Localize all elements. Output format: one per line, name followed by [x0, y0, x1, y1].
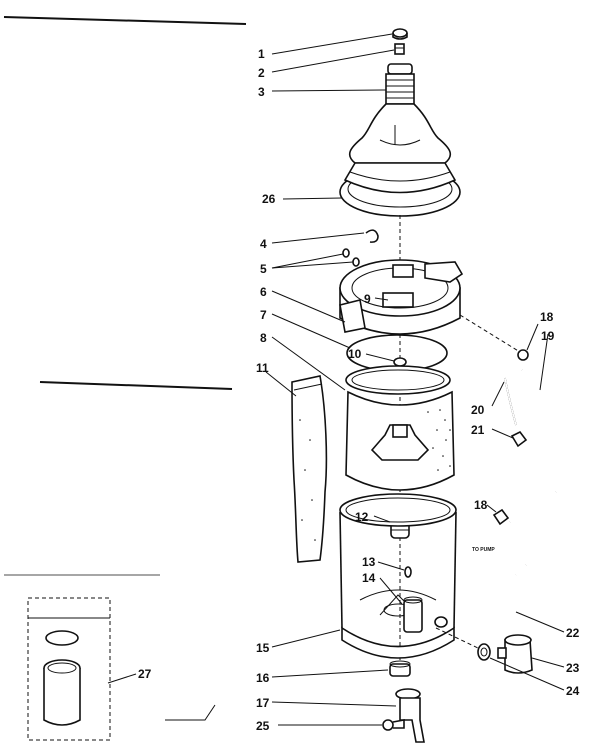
part-4-clip — [365, 229, 379, 243]
part-19-hose — [508, 349, 553, 523]
callout-10: 10 — [348, 347, 362, 361]
part-16-coupling — [389, 660, 411, 677]
callout-22: 22 — [566, 626, 580, 640]
callout-1: 1 — [258, 47, 265, 61]
part-11-filter-bag — [291, 375, 328, 563]
callout-5: 5 — [260, 262, 267, 276]
callout-12: 12 — [355, 510, 369, 524]
part-22-drain-hose — [510, 491, 558, 636]
callout-27: 27 — [138, 667, 152, 681]
callout-3: 3 — [258, 85, 265, 99]
callout-11: 11 — [256, 361, 269, 375]
part-17-drain-fitting — [395, 688, 425, 743]
part-10-nut — [393, 357, 407, 367]
callout-26: 26 — [262, 192, 276, 206]
part-24-hose-clamp — [477, 643, 491, 661]
part-26-rim — [339, 162, 461, 217]
callout-4: 4 — [260, 237, 267, 251]
part-8-basket — [345, 365, 455, 491]
bottom-scribble — [165, 704, 216, 721]
part-1-cap — [392, 28, 408, 40]
callout-labels: 1 2 3 26 4 5 9 6 7 10 8 11 18 19 20 21 1… — [138, 47, 580, 733]
leader-lines — [107, 33, 565, 726]
top-rule — [3, 16, 247, 25]
callout-17: 17 — [256, 696, 270, 710]
callout-13: 13 — [362, 555, 376, 569]
part-27-kit-box — [27, 597, 111, 741]
part-18-clamp-lower — [492, 508, 510, 526]
part-13-pin — [404, 566, 412, 578]
callout-9: 9 — [364, 292, 371, 306]
part-14-bearing — [403, 596, 423, 633]
callout-14: 14 — [362, 571, 376, 585]
callout-6: 6 — [260, 285, 267, 299]
part-3-agitator-top — [348, 63, 452, 164]
callout-18-top: 18 — [540, 310, 554, 324]
callout-23: 23 — [566, 661, 580, 675]
to-pump-note: TO PUMP — [472, 547, 495, 553]
callout-8: 8 — [260, 331, 267, 345]
callout-25: 25 — [256, 719, 270, 733]
callout-15: 15 — [256, 641, 270, 655]
callout-20: 20 — [471, 403, 485, 417]
callout-16: 16 — [256, 671, 270, 685]
part-6-tub-ring — [339, 259, 464, 335]
callout-7: 7 — [260, 308, 267, 322]
part-21-clamp — [510, 430, 528, 448]
callout-24: 24 — [566, 684, 580, 698]
callout-18-bottom: 18 — [474, 498, 488, 512]
part-20-small-hose — [504, 377, 517, 426]
part-5-screws — [342, 248, 360, 267]
callout-19: 19 — [541, 329, 555, 343]
part-23-pump-connector — [497, 634, 533, 674]
callout-21: 21 — [471, 423, 485, 437]
callout-2: 2 — [258, 66, 265, 80]
part-2-bolt — [394, 43, 405, 55]
middle-rule — [39, 381, 233, 390]
part-25-fitting — [382, 719, 405, 731]
